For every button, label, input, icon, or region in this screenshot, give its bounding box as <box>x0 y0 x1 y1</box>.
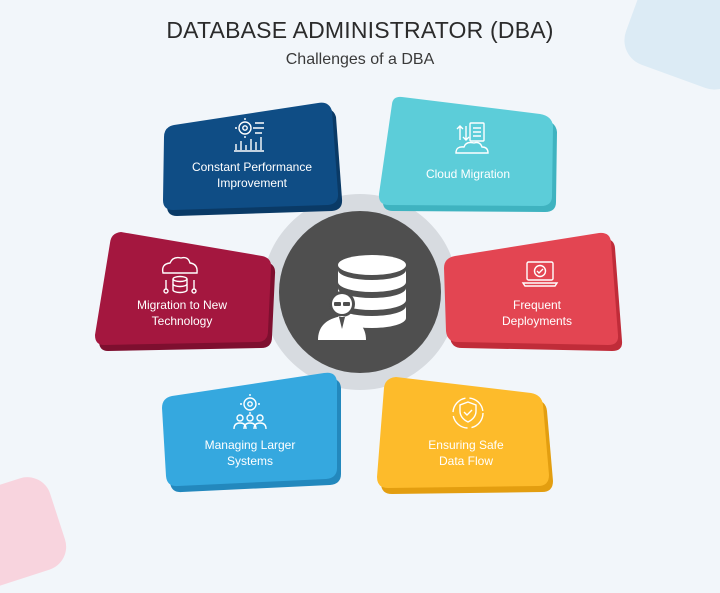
cloud-migration-icon <box>455 122 489 154</box>
dba-challenges-diagram <box>95 96 623 494</box>
card-performance-label: Constant Performance Improvement <box>191 160 313 190</box>
cloud-database-icon <box>161 256 198 294</box>
card-systems <box>162 372 341 493</box>
laptop-deploy-icon <box>521 261 559 287</box>
card-technology <box>95 232 276 351</box>
card-deployments <box>444 232 623 351</box>
page-title: DATABASE ADMINISTRATOR (DBA) <box>166 17 554 43</box>
card-cloud <box>378 96 557 212</box>
page-subtitle: Challenges of a DBA <box>285 51 435 68</box>
team-gear-icon <box>233 394 267 430</box>
card-dataflow-label: Ensuring Safe Data Flow <box>428 438 504 468</box>
card-deployments-label: Frequent Deployments <box>501 298 573 328</box>
card-dataflow <box>377 377 553 494</box>
card-technology-label: Migration to New Technology <box>136 298 228 328</box>
shield-check-icon <box>452 397 484 429</box>
card-performance <box>163 102 343 216</box>
database-administrator-icon <box>318 255 406 340</box>
center-circle <box>279 211 441 373</box>
card-systems-label: Managing Larger Systems <box>204 438 296 468</box>
card-cloud-label: Cloud Migration <box>425 167 511 181</box>
gear-analytics-icon <box>234 118 264 152</box>
